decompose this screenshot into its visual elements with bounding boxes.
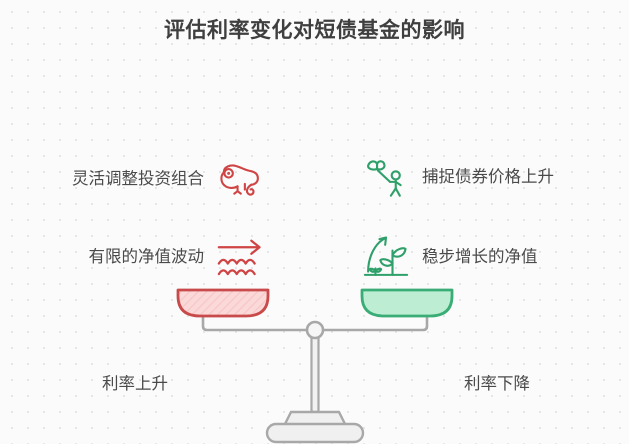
arrow-over-waves-icon bbox=[217, 239, 261, 276]
feature-right-growth-label: 稳步增长的净值 bbox=[422, 247, 538, 266]
feature-right-growth: 稳步增长的净值 bbox=[360, 228, 600, 286]
scale-pan-right bbox=[360, 288, 454, 318]
feature-right-capture-label: 捕捉债券价格上升 bbox=[422, 167, 554, 186]
caption-rates-falling: 利率下降 bbox=[464, 375, 530, 393]
feature-left-flexible: 灵活调整投资组合 bbox=[38, 150, 266, 208]
caption-rates-rising: 利率上升 bbox=[102, 375, 168, 393]
scale-base-foot bbox=[265, 422, 365, 444]
feature-left-flexible-label: 灵活调整投资组合 bbox=[72, 169, 204, 188]
balance-scale bbox=[176, 288, 454, 444]
feature-right-capture: 捕捉债券价格上升 bbox=[360, 148, 600, 206]
person-catching-bird-icon bbox=[367, 160, 402, 197]
scale-pillar bbox=[310, 328, 320, 414]
growing-plant-icon bbox=[363, 236, 409, 276]
page-title: 评估利率变化对短债基金的影响 bbox=[164, 19, 465, 42]
feature-left-stable-label: 有限的净值波动 bbox=[88, 247, 205, 266]
scale-pivot bbox=[305, 320, 325, 340]
scale-pan-left bbox=[176, 288, 270, 318]
chameleon-icon bbox=[220, 164, 259, 196]
feature-left-stable: 有限的净值波动 bbox=[38, 228, 266, 286]
